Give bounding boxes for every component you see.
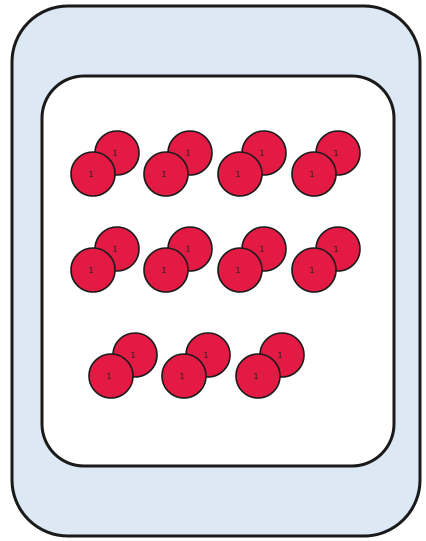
coin: 1	[144, 152, 188, 196]
coin-value-label: 1	[333, 245, 338, 254]
coin-value-label: 1	[161, 266, 166, 275]
coin: 1	[292, 248, 336, 292]
coin-value-label: 1	[106, 372, 111, 381]
coin: 1	[292, 152, 336, 196]
coin-value-label: 1	[112, 149, 117, 158]
coin-value-label: 1	[333, 149, 338, 158]
coin-value-label: 1	[112, 245, 117, 254]
coin-value-label: 1	[185, 149, 190, 158]
coin: 1	[71, 152, 115, 196]
coin-value-label: 1	[309, 266, 314, 275]
coin-value-label: 1	[203, 351, 208, 360]
coin-value-label: 1	[88, 266, 93, 275]
coin: 1	[71, 248, 115, 292]
coin-value-label: 1	[253, 372, 258, 381]
coin: 1	[218, 248, 262, 292]
coin: 1	[162, 354, 206, 398]
coin-value-label: 1	[185, 245, 190, 254]
coin-value-label: 1	[259, 149, 264, 158]
coin-value-label: 1	[309, 170, 314, 179]
coin-value-label: 1	[88, 170, 93, 179]
coin-value-label: 1	[130, 351, 135, 360]
coin: 1	[236, 354, 280, 398]
coin: 1	[89, 354, 133, 398]
coin-value-label: 1	[235, 266, 240, 275]
coin-value-label: 1	[179, 372, 184, 381]
coin-value-label: 1	[161, 170, 166, 179]
coin-value-label: 1	[259, 245, 264, 254]
coin-value-label: 1	[235, 170, 240, 179]
coin: 1	[218, 152, 262, 196]
coin: 1	[144, 248, 188, 292]
coin-value-label: 1	[277, 351, 282, 360]
